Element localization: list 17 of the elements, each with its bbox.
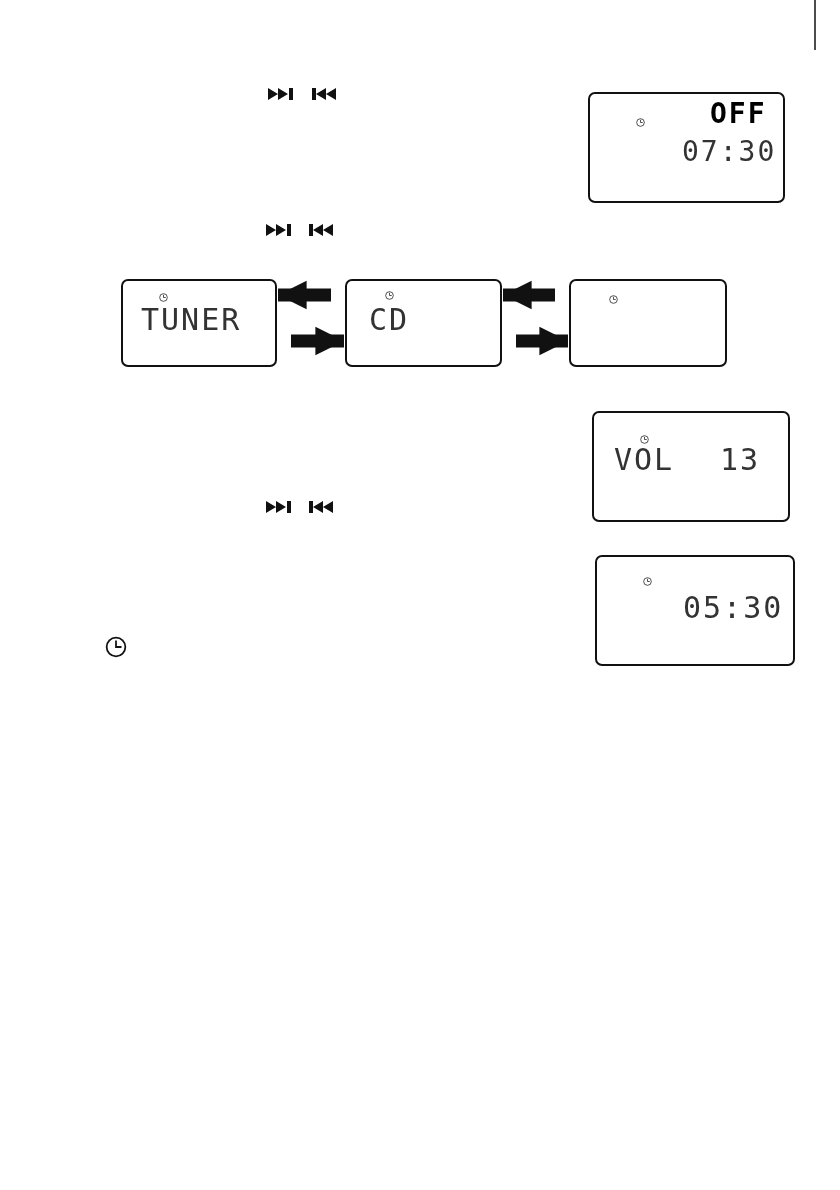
lcd-display — [345, 279, 502, 367]
lcd-display — [592, 411, 790, 522]
display-text: 13 — [720, 445, 761, 475]
lcd-display — [121, 279, 277, 367]
lcd-display — [595, 555, 795, 666]
block-arrow — [291, 326, 344, 356]
block-arrow — [278, 280, 331, 310]
block-arrow — [516, 326, 568, 356]
lcd-display — [588, 92, 785, 203]
display-text: VOL — [614, 445, 675, 475]
display-text: OFF — [710, 100, 767, 128]
display-text: 07:30 — [682, 138, 777, 166]
block-arrow — [503, 280, 555, 310]
display-text: 05:30 — [683, 593, 784, 623]
lcd-display — [569, 279, 727, 367]
display-text: TUNER — [141, 305, 242, 335]
display-text: CD — [369, 305, 410, 335]
